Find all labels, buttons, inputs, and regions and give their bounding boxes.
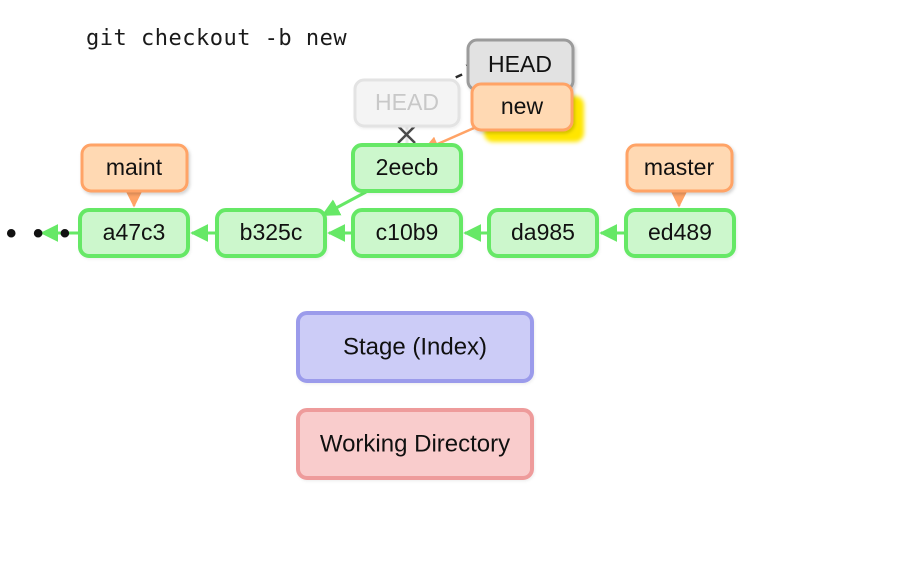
new-branch-node[interactable]: new — [470, 82, 574, 132]
commit-box-c10b9[interactable] — [351, 208, 463, 258]
commit-chain-edges — [40, 190, 626, 242]
commit-label-ed489: ed489 — [648, 219, 712, 245]
working-directory-area[interactable]: Working Directory — [296, 408, 534, 480]
commit-node-ed489[interactable]: ed489 — [624, 208, 736, 258]
command-title: git checkout -b new — [86, 26, 347, 51]
commit-label-2eecb: 2eecb — [376, 154, 439, 180]
head-ghost-label: HEAD — [375, 89, 439, 115]
commit-node-c10b9[interactable]: c10b9 — [351, 208, 463, 258]
stage-box[interactable] — [296, 311, 534, 383]
new-branch-label: new — [501, 93, 544, 119]
commit-box-ed489[interactable] — [624, 208, 736, 258]
stage-label: Stage (Index) — [343, 333, 487, 360]
commit-node-da985[interactable]: da985 — [487, 208, 599, 258]
working-directory-box[interactable] — [296, 408, 534, 480]
working-directory-label: Working Directory — [320, 430, 510, 457]
commit-label-a47c3: a47c3 — [103, 219, 166, 245]
commit-label-c10b9: c10b9 — [376, 219, 439, 245]
ref-box-master[interactable] — [625, 143, 734, 193]
stage-area[interactable]: Stage (Index) — [296, 311, 534, 383]
ellipsis: • • • — [6, 217, 74, 250]
ref-node-master[interactable]: master — [625, 143, 734, 193]
commit-node-b325c[interactable]: b325c — [215, 208, 327, 258]
ref-box-maint[interactable] — [80, 143, 189, 193]
ref-node-maint[interactable]: maint — [80, 143, 189, 193]
ref-label-master: master — [644, 154, 715, 180]
commit-node-2eecb[interactable]: 2eecb — [351, 143, 463, 193]
head-ghost-node: HEAD — [353, 78, 461, 128]
commit-box-2eecb[interactable] — [351, 143, 463, 193]
commit-label-da985: da985 — [511, 219, 575, 245]
x-icon-cross — [397, 125, 416, 144]
commit-node-a47c3[interactable]: a47c3 — [78, 208, 190, 258]
head-current-label: HEAD — [488, 51, 552, 77]
commit-box-a47c3[interactable] — [78, 208, 190, 258]
ref-label-maint: maint — [106, 154, 163, 180]
commit-box-b325c[interactable] — [215, 208, 327, 258]
commit-nodes: a47c3 b325c c10b9 da985 ed489 2eecb — [78, 143, 736, 258]
new-branch-box[interactable] — [470, 82, 574, 132]
commit-box-da985[interactable] — [487, 208, 599, 258]
edge-2eecb-to-b325c — [321, 190, 367, 217]
ref-nodes: maint master — [80, 143, 734, 193]
head-ghost-box — [353, 78, 461, 128]
commit-label-b325c: b325c — [240, 219, 303, 245]
